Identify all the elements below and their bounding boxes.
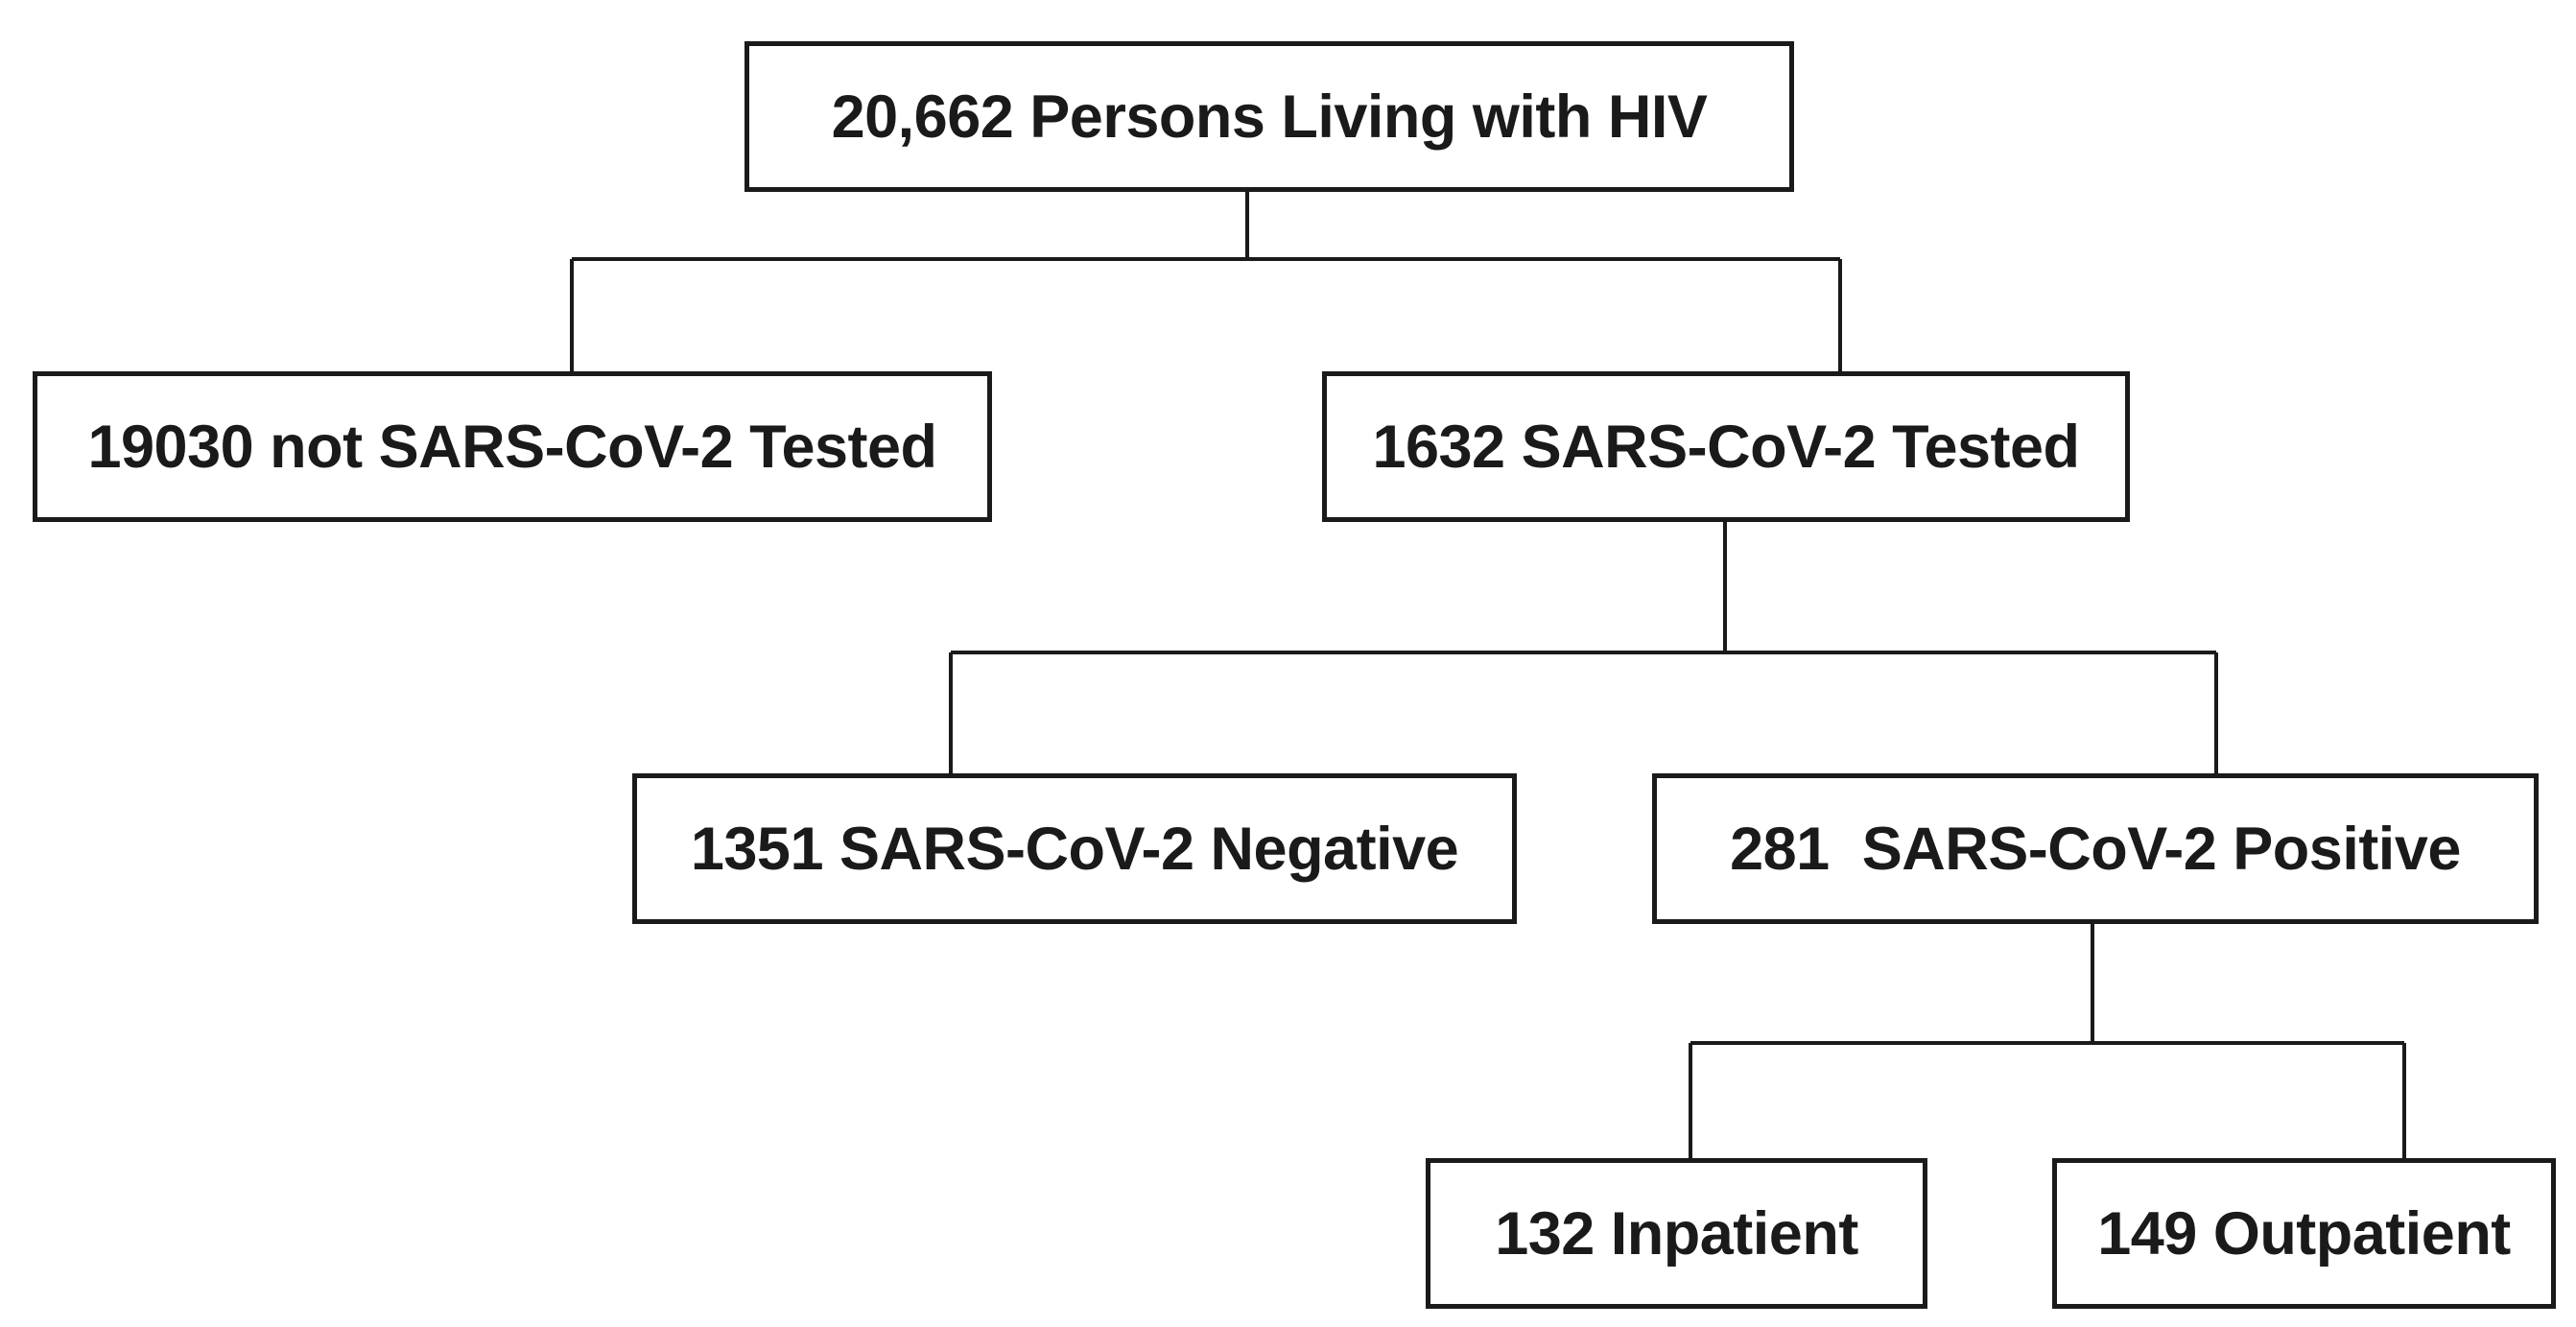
node-label: 1632 SARS-CoV-2 Tested — [1372, 413, 2080, 481]
node-label: 20,662 Persons Living with HIV — [831, 83, 1708, 151]
node-label: 281 SARS-CoV-2 Positive — [1730, 815, 2461, 883]
node-label: 19030 not SARS-CoV-2 Tested — [87, 413, 937, 481]
node-label: 1351 SARS-CoV-2 Negative — [690, 815, 1459, 883]
node-persons-living-with-hiv: 20,662 Persons Living with HIV — [744, 41, 1794, 192]
node-label: 149 Outpatient — [2097, 1199, 2511, 1268]
node-tested: 1632 SARS-CoV-2 Tested — [1322, 371, 2130, 522]
node-positive: 281 SARS-CoV-2 Positive — [1652, 773, 2539, 924]
node-not-tested: 19030 not SARS-CoV-2 Tested — [33, 371, 992, 522]
node-inpatient: 132 Inpatient — [1426, 1158, 1927, 1309]
node-negative: 1351 SARS-CoV-2 Negative — [632, 773, 1517, 924]
node-label: 132 Inpatient — [1495, 1199, 1858, 1268]
node-outpatient: 149 Outpatient — [2052, 1158, 2556, 1309]
